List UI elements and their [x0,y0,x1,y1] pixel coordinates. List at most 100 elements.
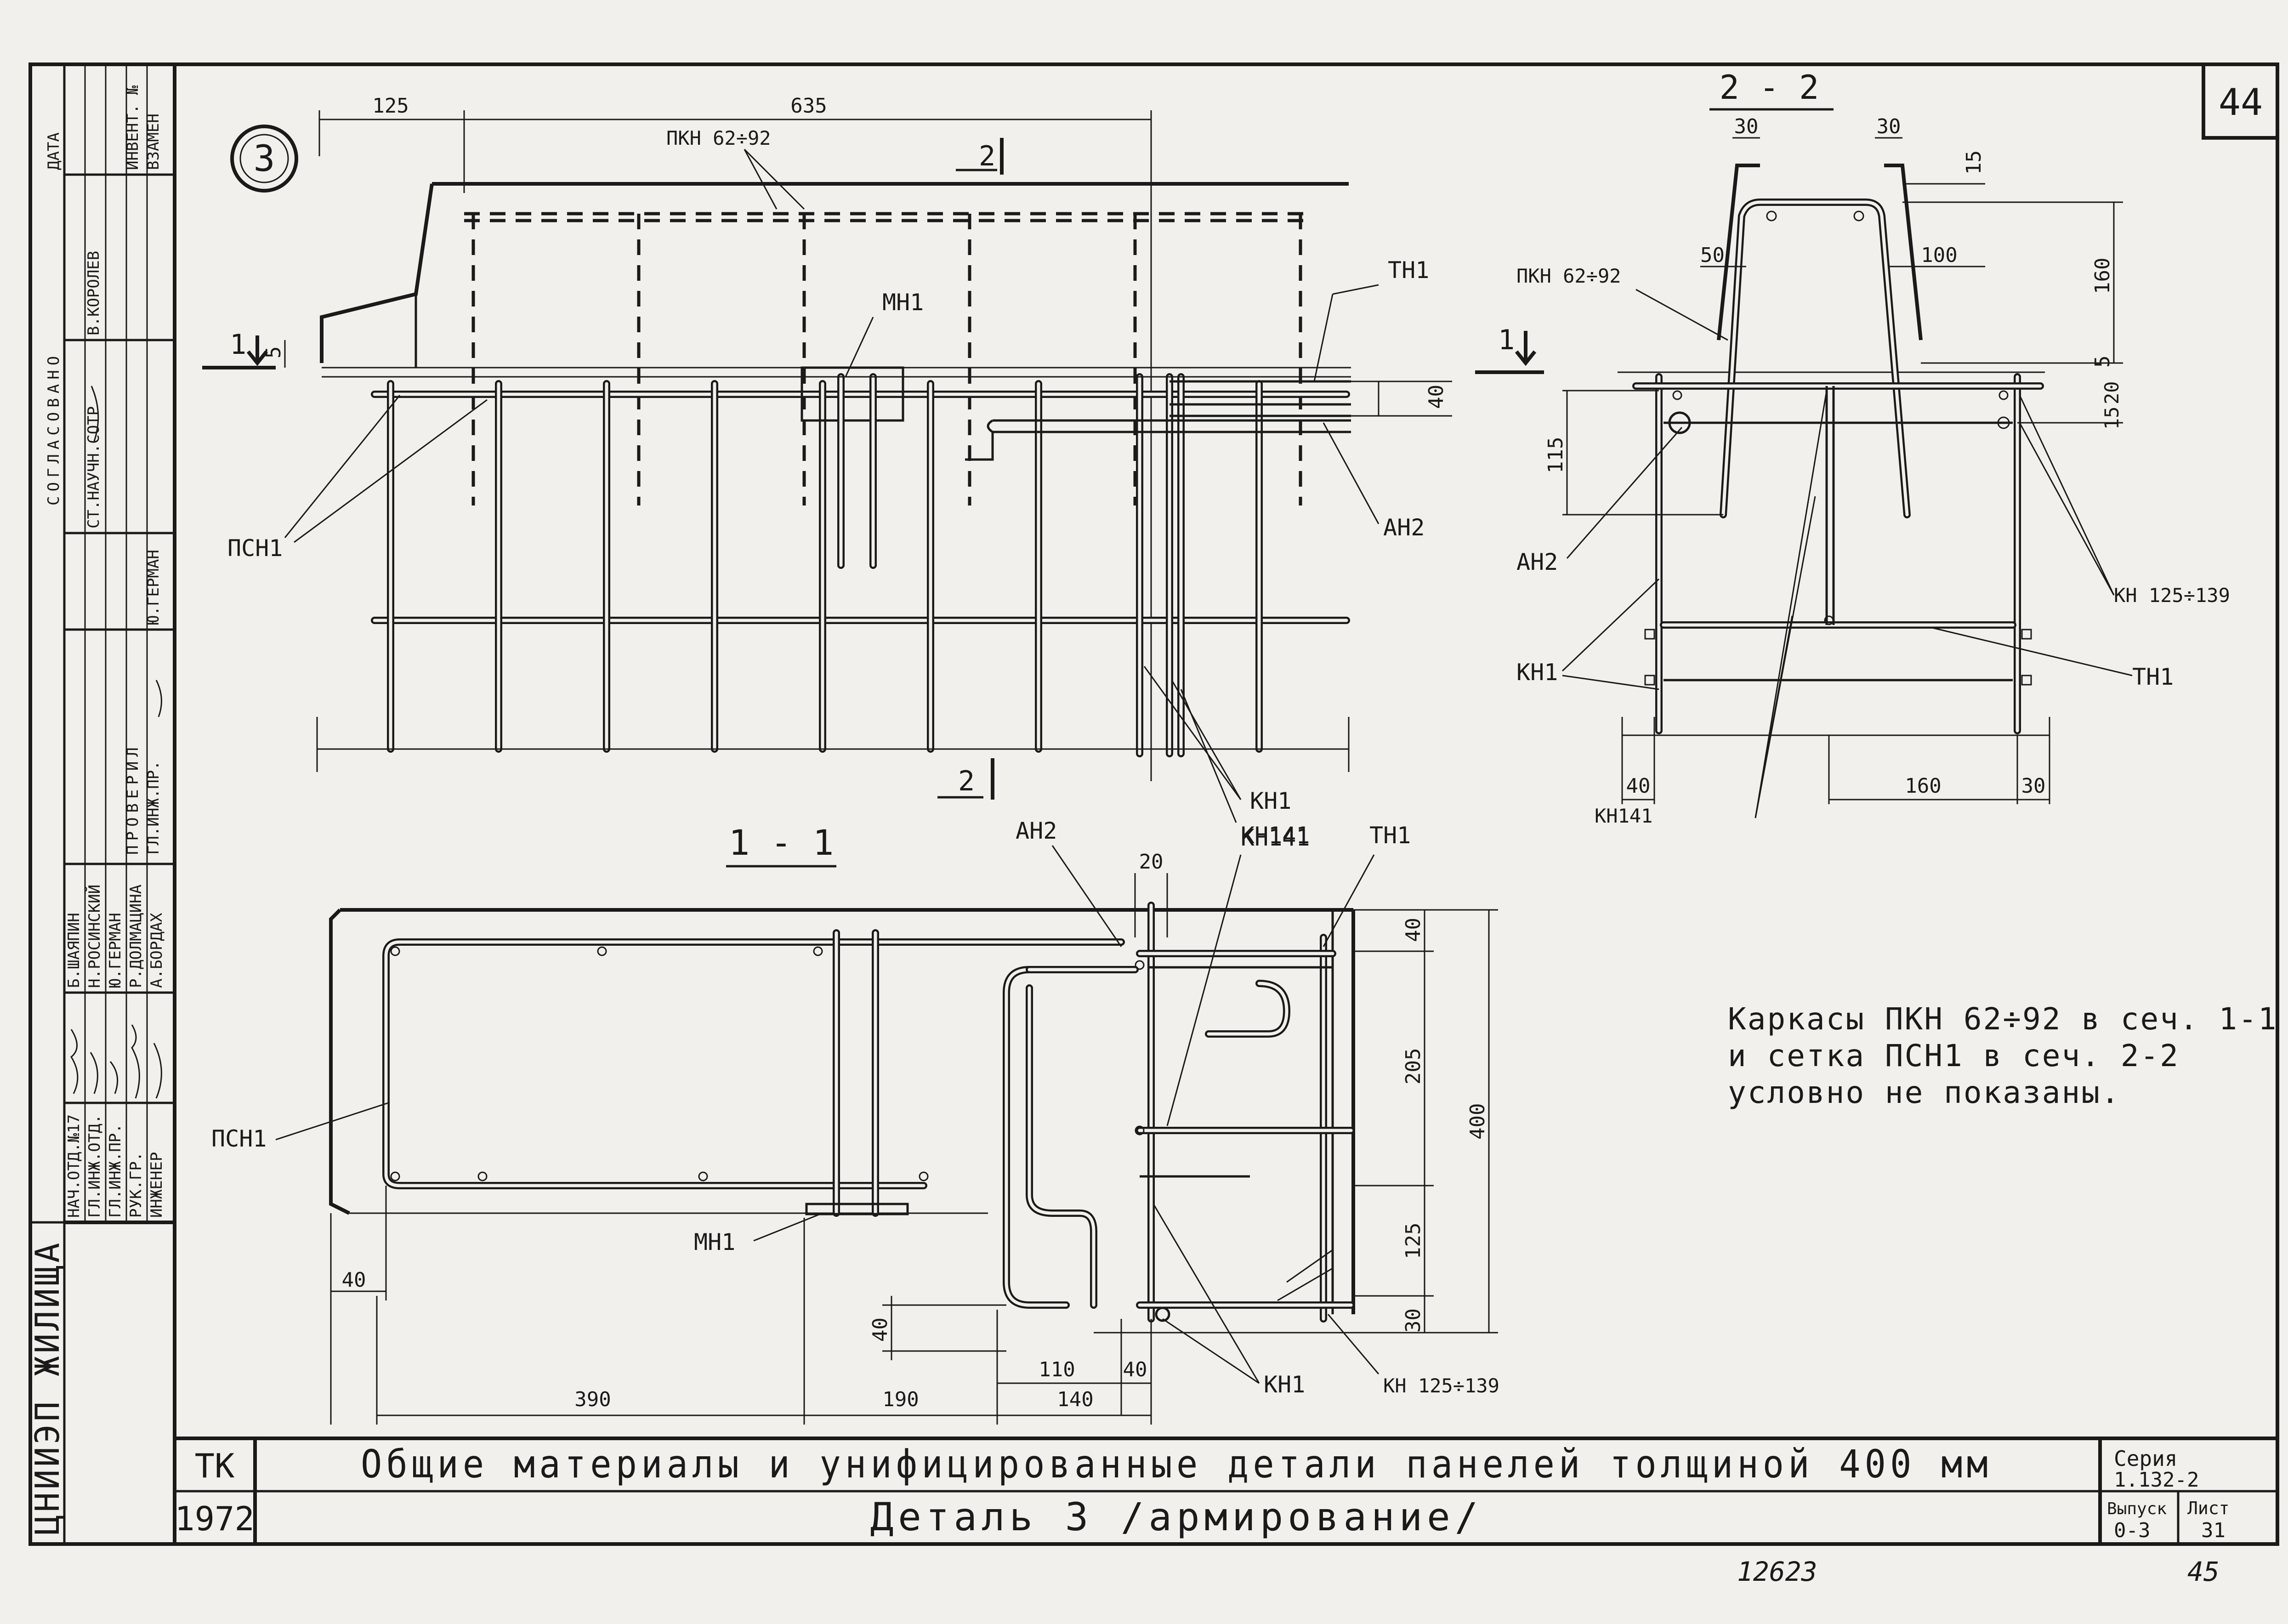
stamp-name-1: Б.ШАЯПИН [65,913,83,988]
stamp-checked-role: ГЛ.ИНЖ.ПР. [144,761,163,855]
s11-dim-40-top: 40 [1402,918,1425,942]
elevation-view: 125 635 2 [202,94,1452,851]
s11-dim-390: 390 [574,1388,611,1411]
elev-dim-125: 125 [372,94,409,118]
title-block: ТК 1972 Общие материалы и унифицированны… [175,1442,2229,1542]
side-stamp: ЦНИИЭП ЖИЛИЩА ДАТА ИНВЕНТ. № ВЗАМЕН СОГЛ… [28,64,175,1544]
s22-dim-115: 115 [1544,437,1567,473]
stamp-date-label: ДАТА [45,132,63,170]
s11-dim-110: 110 [1039,1358,1075,1381]
s22-label-tn1: ТН1 [2132,664,2174,690]
s22-dim-160v: 160 [2091,258,2114,294]
s22-dim-50: 50 [1700,244,1725,267]
elev-section1-left: 1 [230,329,246,361]
title-code: ТК [195,1447,235,1485]
stamp-role-5: ИНЖЕНЕР [148,1152,166,1218]
s22-dim-15: 15 [1962,150,1986,175]
elev-label-kn141: КН141 [1241,824,1310,851]
section-2-2: 2 - 2 [1475,68,2230,827]
s22-label-kn125: КН 125÷139 [2114,584,2230,607]
s22-dim-30c: 30 [2021,774,2046,798]
s22-title: 2 - 2 [1720,68,1819,107]
stamp-org: ЦНИИЭП ЖИЛИЩА [28,1240,67,1535]
s11-label-kn1: КН1 [1264,1371,1305,1398]
elev-label-psn1: ПСН1 [227,535,283,562]
elev-dim-5: 5 [262,346,285,359]
page-stamp-number: 45 [2187,1556,2220,1587]
sheet-frame [28,62,2279,1546]
s11-label-mn1: МН1 [694,1229,735,1255]
s22-dim-20: 20 [2101,381,2123,404]
title-line-1: Общие материалы и унифицированные детали… [361,1442,1992,1487]
stamp-replace-label: ВЗАМЕН [144,114,163,170]
s11-dim-20: 20 [1139,850,1164,874]
s22-dim-15b: 15 [2101,406,2123,430]
signature-scribbles [70,386,162,1099]
stamp-name-4: Р.ДОЛМАЦИНА [127,885,145,988]
stamp-role-4: РУК.ГР. [127,1152,145,1218]
elev-label-kn1: КН1 [1250,788,1291,814]
s22-dim-30b: 30 [1877,115,1901,138]
s22-label-kn1: КН1 [1516,659,1558,686]
s11-label-an2: АН2 [1016,818,1057,844]
stamp-checked-name: Ю.ГЕРМАН [144,550,163,625]
s22-section1-marker: 1 [1498,324,1515,356]
stamp-role-2: ГЛ.ИНЖ.ОТД. [85,1114,104,1218]
s11-label-tn1: ТН1 [1369,822,1411,849]
s22-dim-5: 5 [2091,356,2114,368]
note-line-2: и сетка ПСН1 в сеч. 2-2 [1728,1038,2180,1073]
stamp-inv-label: ИНВЕНТ. № [124,85,142,170]
s11-title: 1 - 1 [729,822,834,863]
note-line-3: условно не показаны. [1728,1075,2121,1110]
stamp-agreed-header: СОГЛАСОВАНО [45,352,63,505]
elev-label-pkn: ПКН 62÷92 [666,127,771,149]
s11-dim-40-left: 40 [342,1268,366,1292]
s22-label-kn141: КН141 [1595,805,1652,827]
s11-dim-400: 400 [1466,1103,1489,1140]
s22-dim-100: 100 [1921,244,1957,267]
stamp-name-2: Н.РОСИНСКИЙ [85,885,104,988]
stamp-agreed-role: СТ.НАУЧН.СОТР [85,406,103,528]
s11-label-kn125: КН 125÷139 [1383,1374,1499,1397]
archive-number: 12623 [1737,1556,1817,1587]
s11-dim-125: 125 [1402,1223,1425,1259]
note-line-1: Каркасы ПКН 62÷92 в сеч. 1-1 [1728,1001,2278,1037]
s11-dim-140: 140 [1057,1388,1093,1411]
issue-label: Выпуск [2107,1499,2167,1518]
s22-dim-160: 160 [1905,774,1941,798]
s22-dim-30a: 30 [1734,115,1759,138]
s11-dim-190: 190 [882,1388,919,1411]
stamp-role-1: НАЧ.ОТД.№17 [65,1114,83,1218]
s11-label-psn1: ПСН1 [211,1125,267,1152]
elev-label-tn1: ТН1 [1388,257,1429,284]
stamp-name-3: Ю.ГЕРМАН [106,913,125,988]
elev-dim-635: 635 [790,94,827,118]
s22-label-an2: АН2 [1516,549,1558,575]
sheet-label: Лист [2187,1498,2230,1518]
detail-marker: 3 [230,125,298,193]
elev-label-mn1: МН1 [882,289,924,316]
s11-dim-30: 30 [1402,1308,1425,1333]
issue-value: 0-3 [2114,1519,2150,1542]
sheet-value: 31 [2201,1519,2226,1542]
stamp-role-3: ГЛ.ИНЖ.ПР. [106,1124,125,1218]
stamp-name-5: А.БОРДАХ [148,913,166,988]
s11-label-kn141: КН141 [1241,822,1310,849]
section-1-1: 1 - 1 [211,818,1499,1425]
elev-dim-40: 40 [1425,385,1448,409]
title-line-2: Деталь 3 /армирование/ [870,1494,1483,1539]
sheet-number: 44 [2219,81,2263,124]
svg-text:3: 3 [254,138,275,180]
title-year: 1972 [175,1499,254,1538]
stamp-checked-header: ПРОВЕРИЛ [124,743,142,855]
s11-dim-40-low: 40 [869,1317,892,1342]
elev-section2-top: 2 [979,140,995,172]
stamp-agreed-name: В.КОРОЛЕВ [85,251,103,335]
elev-section2-bottom: 2 [958,765,975,797]
s11-dim-205: 205 [1402,1048,1425,1085]
elev-label-an2: АН2 [1383,514,1425,541]
series-value: 1.132-2 [2114,1468,2199,1492]
s22-label-pkn: ПКН 62÷92 [1516,265,1621,287]
s22-dim-40: 40 [1626,774,1651,798]
